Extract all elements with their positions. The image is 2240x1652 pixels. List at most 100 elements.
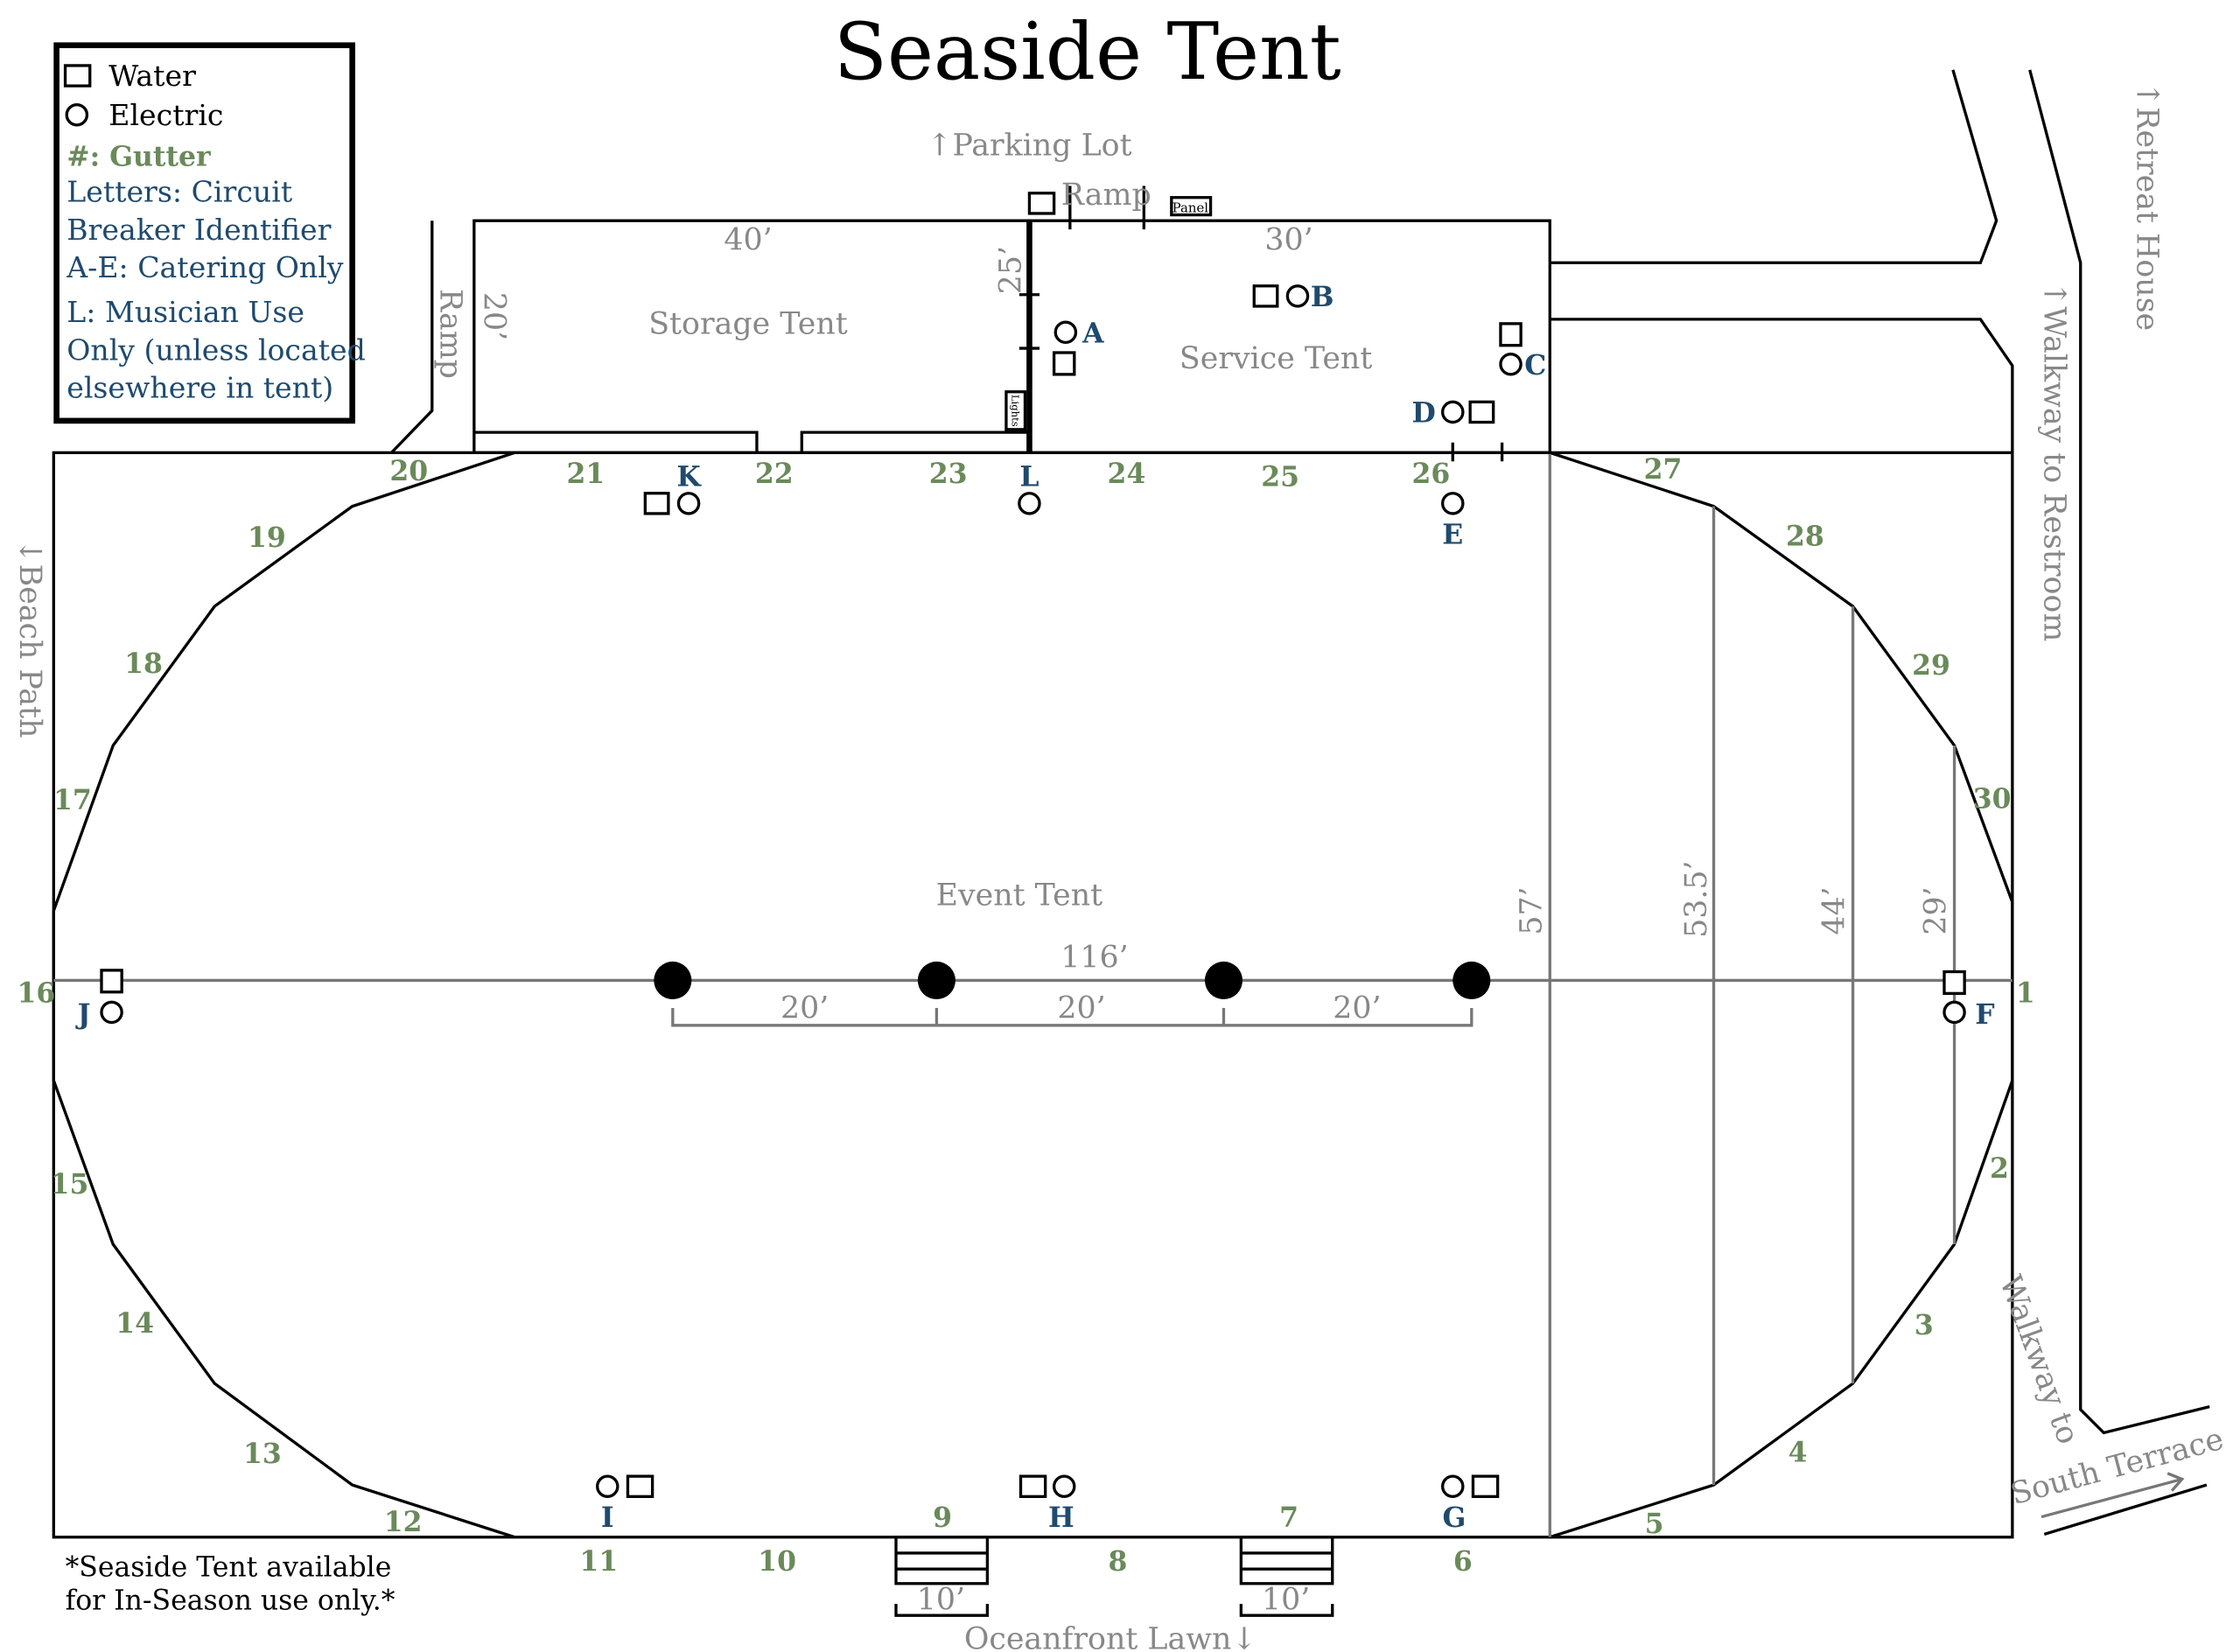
event-tent-outline-right <box>1549 451 2014 1539</box>
electric-icon <box>1018 492 1041 515</box>
stairs-left <box>894 1536 990 1617</box>
gutter-4: 4 <box>1788 1437 1808 1469</box>
footnote-line-2: for In-Season use only.* <box>66 1586 396 1617</box>
dim-storage-width: 40’ <box>724 222 772 257</box>
water-icon <box>1942 970 1966 996</box>
electric-icon <box>1441 400 1465 424</box>
dim-storage-depth: 20’ <box>476 292 511 340</box>
lights-label: Lights <box>1010 395 1022 427</box>
dim-service-width: 30’ <box>1264 222 1312 257</box>
gutter-22: 22 <box>755 458 794 490</box>
gutter-29: 29 <box>1912 649 1950 682</box>
gutter-14: 14 <box>116 1307 154 1340</box>
tent-pole <box>654 961 692 1000</box>
page-title: Seaside Tent <box>834 7 1341 98</box>
electric-icon <box>1441 1474 1465 1498</box>
legend-letters: Letters: Circuit <box>66 175 293 209</box>
footnote-line-1: *Seaside Tent available <box>66 1551 392 1583</box>
ramp-label-top: Ramp <box>1061 178 1152 213</box>
water-icon <box>1052 351 1076 376</box>
circuit-h: H <box>1048 1502 1074 1534</box>
gutter-20: 20 <box>389 455 428 487</box>
retreat-house-label: ↑Retreat House <box>2129 81 2164 331</box>
dim-width: 53.5’ <box>1679 860 1714 938</box>
circuit-j: J <box>75 998 91 1031</box>
gutter-26: 26 <box>1412 458 1451 490</box>
dim-pole-spacing: 20’ <box>1333 991 1381 1026</box>
gutter-5: 5 <box>1645 1508 1664 1540</box>
gutter-28: 28 <box>1786 520 1824 552</box>
gutter-3: 3 <box>1914 1309 1934 1341</box>
circuit-k: K <box>676 460 702 493</box>
panel-label: Panel <box>1172 200 1209 215</box>
electric-icon <box>1441 492 1465 515</box>
dim-width: 44’ <box>1817 886 1852 934</box>
electric-icon <box>1499 353 1522 376</box>
gutter-25: 25 <box>1261 460 1299 493</box>
gutter-12: 12 <box>384 1506 423 1538</box>
event-area-boundary <box>52 451 2014 1539</box>
dim-stairs: 10’ <box>917 1583 965 1618</box>
water-icon <box>1471 1474 1500 1498</box>
event-tent-label: Event Tent <box>936 878 1103 913</box>
gutter-6: 6 <box>1453 1545 1473 1578</box>
tent-pole <box>1204 961 1243 1000</box>
electric-icon <box>100 1000 123 1025</box>
circuit-a: A <box>1082 317 1104 349</box>
water-icon <box>1252 284 1279 308</box>
gutter-labels: 1 2 3 4 5 6 7 8 9 10 11 12 13 14 15 16 1… <box>18 453 2035 1578</box>
legend-catering: A-E: Catering Only <box>66 250 344 284</box>
legend-musician-2: Only (unless located <box>66 332 366 367</box>
water-icon <box>643 492 670 515</box>
tent-poles <box>654 961 1491 1000</box>
electric-icon <box>1052 1474 1076 1498</box>
circuit-labels: A B C D E F G H I J K L <box>75 281 1995 1534</box>
walkway-south-label: Walkway to <box>1992 1270 2086 1448</box>
dim-width: 57’ <box>1514 886 1549 934</box>
legend-musician-3: elsewhere in tent) <box>66 370 333 404</box>
electric-icon <box>65 103 89 127</box>
gutter-23: 23 <box>929 458 968 490</box>
electric-icon <box>1942 1000 1966 1025</box>
gutter-30: 30 <box>1973 782 2012 815</box>
legend: Water Electric #: Gutter Letters: Circui… <box>53 42 366 424</box>
electric-icon <box>1054 320 1078 345</box>
electric-icon <box>676 492 701 515</box>
gutter-21: 21 <box>567 458 606 490</box>
tent-pole <box>917 961 956 1000</box>
left-ramp <box>390 220 434 454</box>
south-terrace-label: South Terrace <box>2007 1422 2228 1512</box>
legend-electric: Electric <box>108 98 223 132</box>
gutter-7: 7 <box>1279 1502 1298 1534</box>
gutter-1: 1 <box>2016 976 2035 1009</box>
beach-path-label: ↓Beach Path <box>12 538 47 738</box>
dim-pole-spacing: 20’ <box>1057 991 1105 1026</box>
water-icon <box>1018 1474 1047 1498</box>
circuit-l: L <box>1019 460 1039 493</box>
gutter-18: 18 <box>124 648 163 680</box>
legend-letters-2: Breaker Identifier <box>66 213 331 247</box>
gutter-19: 19 <box>248 522 286 554</box>
dim-event-length: 116’ <box>1060 941 1128 976</box>
gutter-11: 11 <box>579 1545 618 1578</box>
dim-stairs: 10’ <box>1262 1583 1310 1618</box>
gutter-10: 10 <box>758 1545 796 1578</box>
gutter-8: 8 <box>1109 1545 1128 1578</box>
ramp-label-left: Ramp <box>433 289 468 379</box>
electric-icon <box>1285 284 1310 308</box>
tent-pole <box>1452 961 1491 1000</box>
dim-pole-spacing: 20’ <box>780 991 829 1026</box>
parking-lot-label: ↑Parking Lot <box>927 129 1131 164</box>
circuit-i: I <box>601 1502 614 1534</box>
dim-width: 29’ <box>1919 886 1954 934</box>
water-icon <box>1499 322 1522 347</box>
storage-tent-label: Storage Tent <box>648 306 847 341</box>
water-icon <box>100 969 123 994</box>
circuit-b: B <box>1311 281 1334 313</box>
water-icon <box>63 64 92 88</box>
circuit-c: C <box>1524 349 1546 382</box>
gutter-13: 13 <box>243 1438 282 1470</box>
circuit-f: F <box>1975 998 1994 1031</box>
oceanfront-lawn-label: Oceanfront Lawn↓ <box>964 1621 1257 1652</box>
